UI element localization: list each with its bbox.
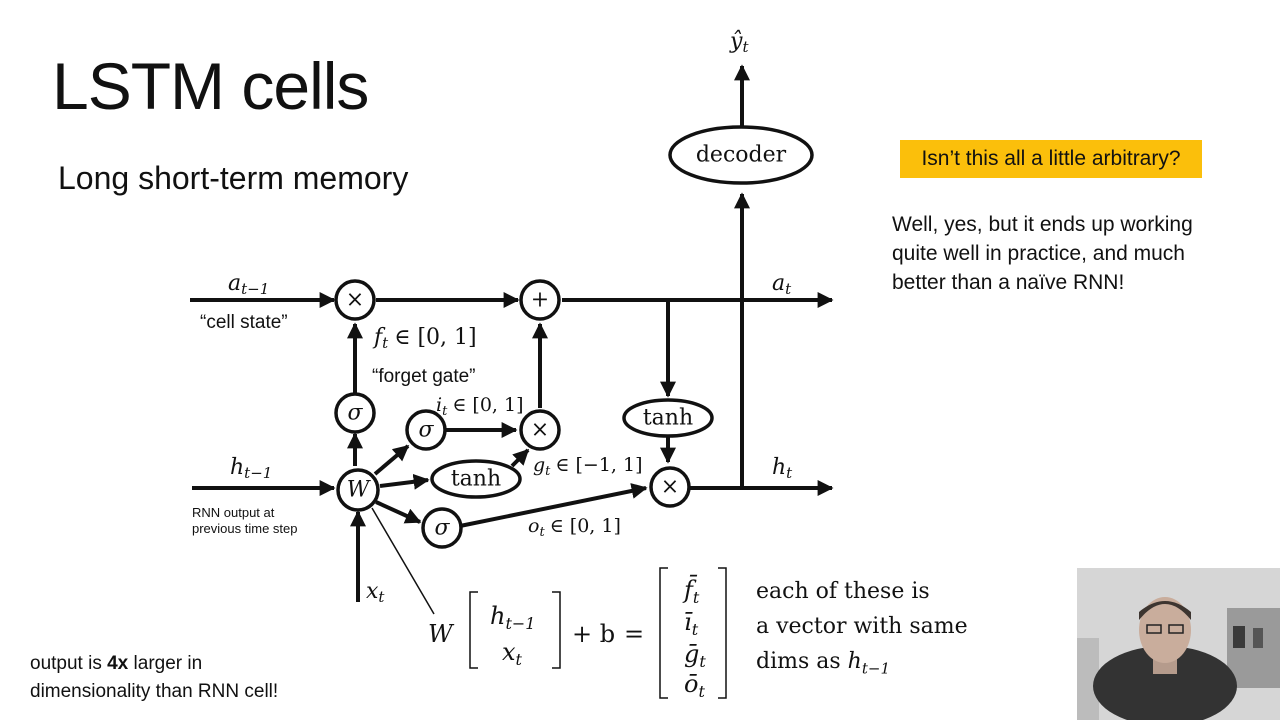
rnn-note-line-1: RNN output at	[192, 505, 275, 520]
answer-line-3: better than a naïve RNN!	[892, 271, 1125, 294]
eq-desc-line-1: each of these is	[756, 579, 930, 604]
eq-vec-out-3: ōt	[684, 670, 705, 701]
w-to-tanh-arrow	[379, 473, 430, 490]
f-gate-label: ft∈ [0, 1]	[372, 325, 477, 352]
sigma-o-node	[421, 507, 463, 549]
eq-vec-in-1: xt	[502, 638, 523, 669]
rnn-note-line-2: previous time step	[192, 521, 298, 536]
w-node	[336, 468, 380, 512]
answer-text: Well, yes, but it ends up working quite …	[892, 210, 1252, 297]
dimensionality-note: output is 4x larger in dimensionality th…	[30, 650, 278, 706]
cell-state-label: “cell state”	[200, 312, 288, 333]
add-node	[519, 279, 561, 321]
equation-description: each of these is a vector with same dims…	[756, 574, 968, 686]
callout-box: Isn’t this all a little arbitrary?	[900, 140, 1202, 178]
sigma-o-to-times-arrow	[459, 483, 648, 528]
note-line-2: dimensionality than RNN cell!	[30, 681, 279, 702]
tanh-c-node	[622, 398, 714, 438]
w-to-sigma-o-arrow	[375, 500, 422, 524]
a-t-label: at	[772, 271, 792, 298]
a-prev-label: at−1	[228, 271, 269, 298]
y-hat-label: ŷt	[729, 29, 749, 56]
note-post: larger in	[128, 653, 203, 674]
eq-desc-line-3: dims as ht−1	[756, 649, 890, 678]
tanh-to-times-arrow	[510, 448, 530, 468]
o-gate-label: ot∈ [0, 1]	[528, 515, 621, 540]
eq-desc-line-2: a vector with same	[756, 614, 968, 639]
webcam-video	[1077, 568, 1280, 720]
rnn-output-note: RNN output at previous time step	[192, 505, 298, 537]
g-gate-label: gt∈ [−1, 1]	[533, 454, 643, 479]
tanh-c-label: tanh	[643, 406, 693, 431]
x-t-label: xt	[366, 579, 385, 606]
eq-vec-out-0: f̄t	[682, 575, 700, 607]
eq-vec-out-2: ḡt	[684, 640, 706, 671]
answer-line-1: Well, yes, but it ends up working	[892, 213, 1193, 236]
tanh-g-label: tanh	[451, 467, 501, 492]
h-prev-label: ht−1	[230, 455, 272, 482]
decoder-node	[668, 125, 814, 185]
sigma-i-symbol: σ	[418, 418, 434, 443]
eq-plus-b: + b	[572, 620, 615, 648]
sigma-i-node	[405, 409, 447, 451]
forget-gate-label: “forget gate”	[372, 366, 476, 387]
forget-times-node	[334, 279, 376, 321]
w-to-sigma-i-arrow	[373, 444, 410, 476]
note-bold: 4x	[107, 653, 129, 674]
slide-subtitle: Long short-term memory	[58, 160, 409, 196]
h-t-label: ht	[772, 455, 793, 482]
eq-vec-out-1: īt	[684, 608, 699, 639]
decoder-label: decoder	[696, 143, 787, 168]
tanh-g-node	[430, 459, 522, 499]
slide-title: LSTM cells	[52, 49, 369, 123]
output-times-symbol: ×	[661, 475, 679, 500]
eq-vec-in-0: ht−1	[490, 602, 535, 633]
eq-equals: =	[624, 620, 644, 648]
input-times-symbol: ×	[531, 418, 549, 443]
input-times-node	[519, 409, 561, 451]
presenter-image	[1077, 568, 1280, 720]
i-gate-label: it∈ [0, 1]	[436, 394, 524, 419]
sigma-f-node	[334, 392, 376, 434]
sigma-o-symbol: σ	[434, 516, 450, 541]
answer-line-2: quite well in practice, and much	[892, 242, 1185, 265]
w-pointer-line	[371, 507, 435, 615]
forget-times-symbol: ×	[346, 288, 364, 313]
add-symbol: +	[531, 288, 549, 313]
sigma-f-symbol: σ	[347, 401, 363, 426]
output-times-node	[649, 466, 691, 508]
w-symbol: W	[347, 478, 372, 503]
note-pre: output is	[30, 653, 108, 674]
eq-w: W	[428, 620, 455, 648]
